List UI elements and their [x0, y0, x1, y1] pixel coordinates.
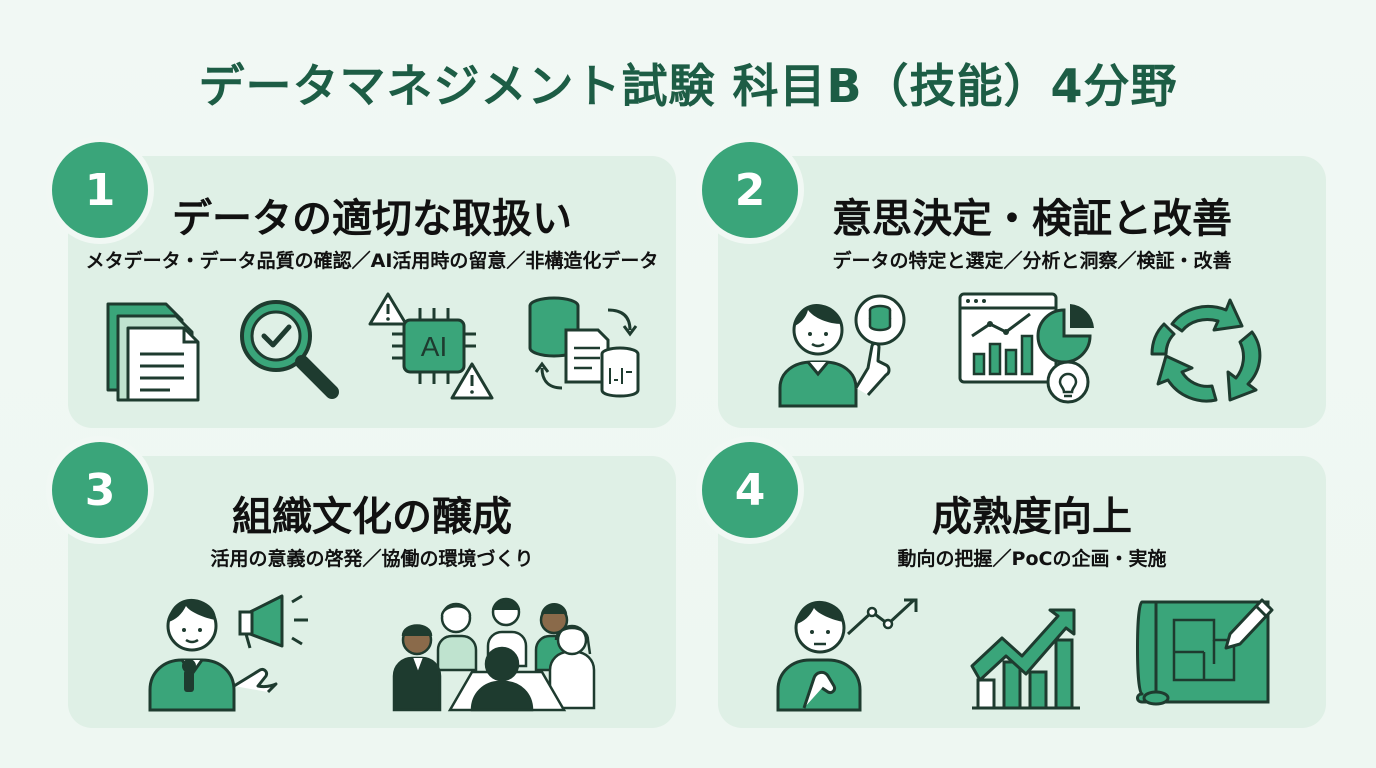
card-subtitle-2: データの特定と選定／分析と洞察／検証・改善: [832, 250, 1232, 272]
page-title: データマネジメント試験 科目B（技能）4分野: [198, 59, 1178, 113]
card-subtitle-4: 動向の把握／PoCの企画・実施: [897, 548, 1167, 570]
database-transform-icon: [526, 292, 646, 402]
card-title-2: 意思決定・検証と改善: [832, 196, 1232, 242]
number-badge-3: 3: [46, 436, 154, 544]
documents-icon: [100, 292, 204, 404]
growth-chart-icon: [968, 594, 1084, 712]
number-badge-1: 1: [46, 136, 154, 244]
ai-chip-warning-icon: AI: [366, 290, 498, 404]
card-title-4: 成熟度向上: [932, 494, 1132, 540]
dashboard-chart-icon: [956, 290, 1096, 408]
number-badge-2: 2: [696, 136, 804, 244]
card-subtitle-1: メタデータ・データ品質の確認／AI活用時の留意／非構造化データ: [85, 250, 659, 272]
cycle-arrows-icon: [1144, 292, 1270, 410]
person-database-icon: [770, 292, 910, 408]
card-title-1: データの適切な取扱い: [172, 196, 572, 242]
number-badge-4: 4: [696, 436, 804, 544]
card-title-3: 組織文化の醸成: [232, 494, 512, 540]
magnifier-check-icon: [232, 296, 342, 402]
card-subtitle-3: 活用の意義の啓発／協働の環境づくり: [210, 548, 534, 570]
team-meeting-icon: [390, 590, 610, 714]
ai-chip-label: AI: [421, 331, 447, 362]
speaker-megaphone-icon: [146, 590, 326, 712]
blueprint-pencil-icon: [1134, 592, 1274, 710]
thinking-person-trend-icon: [774, 590, 924, 712]
